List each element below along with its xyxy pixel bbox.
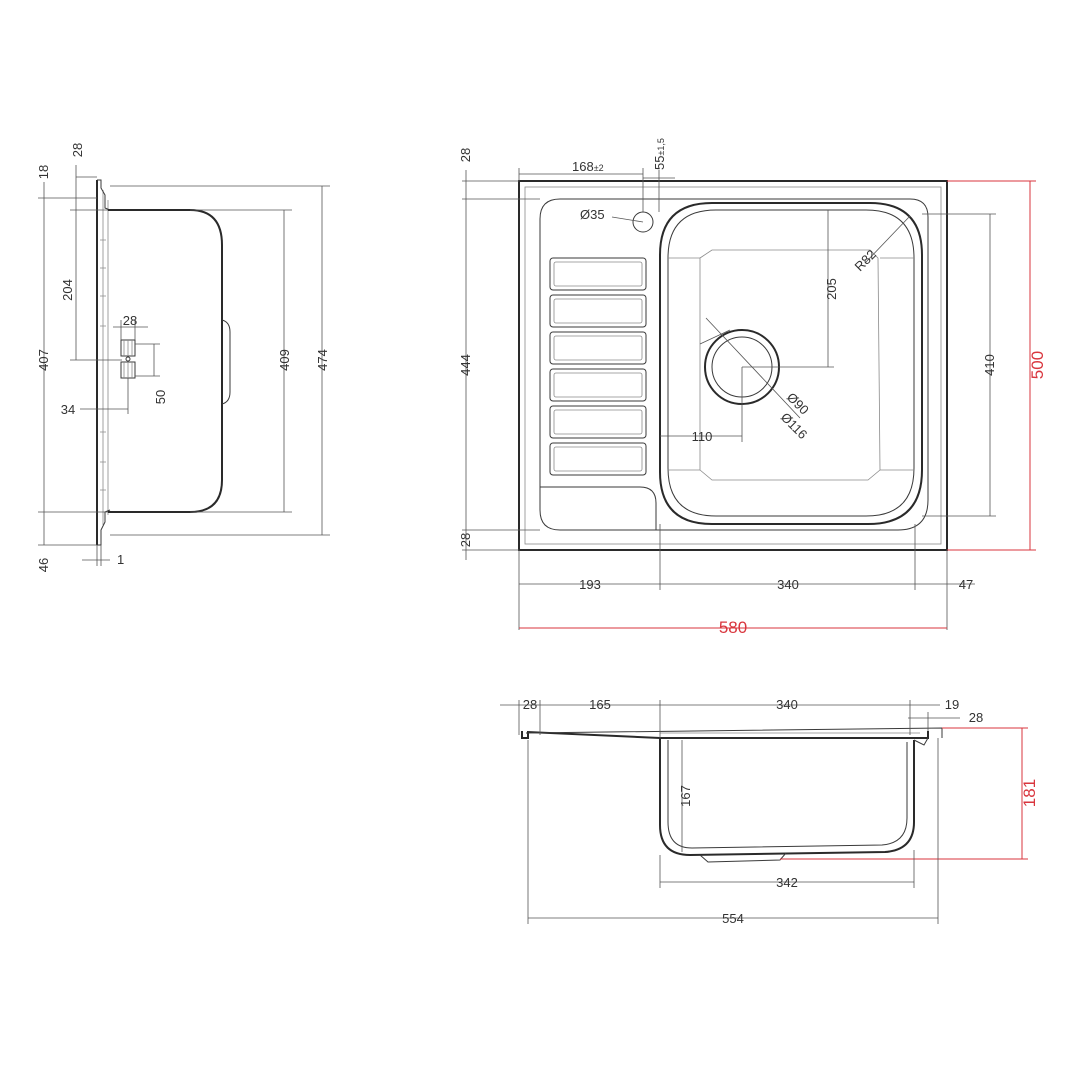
side-dim-204: 204 xyxy=(60,279,75,301)
side-bowl-outline xyxy=(108,209,223,513)
side-dim-50: 50 xyxy=(153,390,168,404)
top-outer-body xyxy=(518,180,948,551)
side-dim-34: 34 xyxy=(61,402,75,417)
top-rib-5-inner xyxy=(553,409,643,435)
front-dim-342: 342 xyxy=(776,875,798,890)
top-bowl-floor xyxy=(699,249,881,481)
side-fitting-pin xyxy=(125,356,131,362)
front-dim-340: 340 xyxy=(776,697,798,712)
side-dim-409: 409 xyxy=(277,349,292,371)
front-dim-19: 19 xyxy=(945,697,959,712)
top-rib-3-inner xyxy=(553,335,643,361)
top-rib-5 xyxy=(549,405,647,439)
top-rib-1 xyxy=(549,257,647,291)
side-dim-474: 474 xyxy=(315,349,330,371)
top-dim-168: 168±2 xyxy=(572,159,604,174)
top-bowl-floor-lines xyxy=(668,257,914,471)
side-rim-marks xyxy=(100,239,106,491)
top-dim-500: 500 xyxy=(1028,351,1047,379)
top-dim-35-leader xyxy=(611,216,644,223)
side-dim-28-top: 28 xyxy=(70,143,85,157)
top-dim-205: 205 xyxy=(824,278,839,300)
top-dim-47: 47 xyxy=(959,577,973,592)
top-inner-rim xyxy=(539,198,929,531)
front-right-hook xyxy=(913,737,929,746)
side-dim-1: 1 xyxy=(117,552,124,567)
top-dim-drain-leader xyxy=(705,317,801,419)
top-dim-35: Ø35 xyxy=(580,207,605,222)
top-rib-4 xyxy=(549,368,647,402)
top-dim-410: 410 xyxy=(982,354,997,376)
front-dim-165: 165 xyxy=(589,697,611,712)
side-dim-407: 407 xyxy=(36,349,51,371)
front-bowl-inner xyxy=(667,740,908,849)
top-outer-inset xyxy=(524,186,942,545)
top-drainboard-edge xyxy=(540,486,657,530)
front-dim-181: 181 xyxy=(1020,779,1039,807)
top-dim-28-bottom: 28 xyxy=(458,533,473,547)
side-dim-28-outlet: 28 xyxy=(123,313,137,328)
top-rib-2-inner xyxy=(553,298,643,324)
top-dim-444: 444 xyxy=(458,354,473,376)
side-bottom-hook xyxy=(97,509,111,546)
top-bowl-inner xyxy=(667,209,915,517)
front-dim-28-left: 28 xyxy=(523,697,537,712)
top-dim-580: 580 xyxy=(719,618,747,637)
side-fitting-slots xyxy=(123,340,133,378)
front-bowl-outline xyxy=(659,738,915,857)
top-dim-116: Ø116 xyxy=(778,410,810,442)
front-dim-554: 554 xyxy=(722,911,744,926)
top-dim-r82-leader xyxy=(865,215,911,263)
top-rib-6 xyxy=(549,442,647,476)
side-top-hook xyxy=(97,179,111,211)
top-rib-4-inner xyxy=(553,372,643,398)
top-rib-1-inner xyxy=(553,261,643,287)
front-drain-bump xyxy=(699,852,787,863)
top-dim-drain-arrow xyxy=(699,329,731,345)
top-dim-55: 55±1,5 xyxy=(652,138,667,170)
side-dim-18: 18 xyxy=(36,165,51,179)
top-bowl-outer xyxy=(659,202,923,525)
front-view: 28 165 340 19 28 181 167 342 554 xyxy=(500,697,1039,926)
side-dim-46: 46 xyxy=(36,558,51,572)
side-view: 474 409 407 18 28 204 28 50 xyxy=(36,143,330,572)
top-dim-28-top: 28 xyxy=(458,148,473,162)
top-dim-193: 193 xyxy=(579,577,601,592)
top-rib-2 xyxy=(549,294,647,328)
front-top-flange xyxy=(521,730,929,739)
top-view: 28 168±2 55±1,5 Ø35 R82 205 Ø90 Ø116 110… xyxy=(458,138,1047,637)
top-rib-3 xyxy=(549,331,647,365)
front-dim-167: 167 xyxy=(678,785,693,807)
top-dim-110: 110 xyxy=(692,429,713,444)
top-dim-r82: R82 xyxy=(852,247,879,274)
side-outlet-bump xyxy=(221,319,231,405)
front-dim-28-right: 28 xyxy=(969,710,983,725)
top-rib-6-inner xyxy=(553,446,643,472)
top-dim-340: 340 xyxy=(777,577,799,592)
